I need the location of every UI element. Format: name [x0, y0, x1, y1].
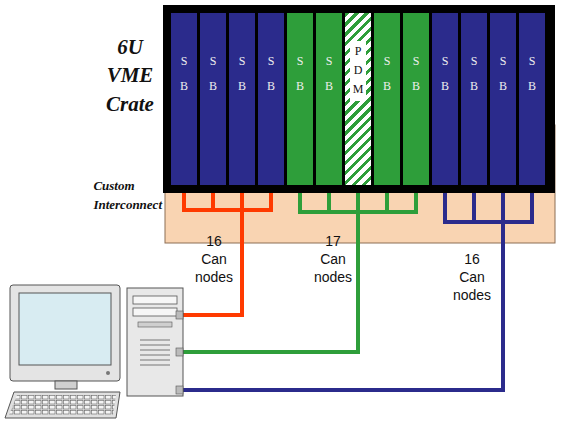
board-label: SB	[178, 49, 190, 99]
sb-board: SB	[403, 13, 429, 185]
board-label: SB	[497, 49, 509, 99]
sb-board: SB	[287, 13, 313, 185]
board-label: SB	[323, 49, 335, 99]
can-node-count: 16 Can nodes	[195, 232, 233, 287]
computer-illustration	[5, 285, 183, 418]
sb-board: SB	[461, 13, 487, 185]
sb-board: SB	[519, 13, 545, 185]
board-label: SB	[468, 49, 480, 99]
red-can-bus	[183, 192, 271, 315]
board-label: SB	[526, 49, 538, 99]
board-label: SB	[265, 49, 277, 99]
can-node-count: 16 Can nodes	[453, 250, 491, 305]
can-node-count: 17 Can nodes	[314, 232, 352, 287]
green-can-bus	[183, 192, 416, 352]
sb-board: SB	[374, 13, 400, 185]
board-label: SB	[207, 49, 219, 99]
sb-board: SB	[229, 13, 255, 185]
board-label: PDM	[350, 41, 366, 101]
board-label: SB	[381, 49, 393, 99]
board-label: SB	[410, 49, 422, 99]
sb-board: SB	[171, 13, 197, 185]
band-label: Custom Interconnect	[93, 177, 162, 215]
board-label: SB	[236, 49, 248, 99]
sb-board: SB	[490, 13, 516, 185]
vme-crate: 6U VME CrateSBSBSBSBSBSBPDMSBSBSBSBSBSB	[163, 5, 555, 193]
sb-board: SB	[316, 13, 342, 185]
board-label: SB	[294, 49, 306, 99]
pdm-board: PDM	[345, 13, 371, 185]
crate-title: 6U VME Crate	[106, 33, 154, 118]
sb-board: SB	[432, 13, 458, 185]
sb-board: SB	[200, 13, 226, 185]
board-label: SB	[439, 49, 451, 99]
blue-can-bus	[183, 192, 532, 390]
sb-board: SB	[258, 13, 284, 185]
